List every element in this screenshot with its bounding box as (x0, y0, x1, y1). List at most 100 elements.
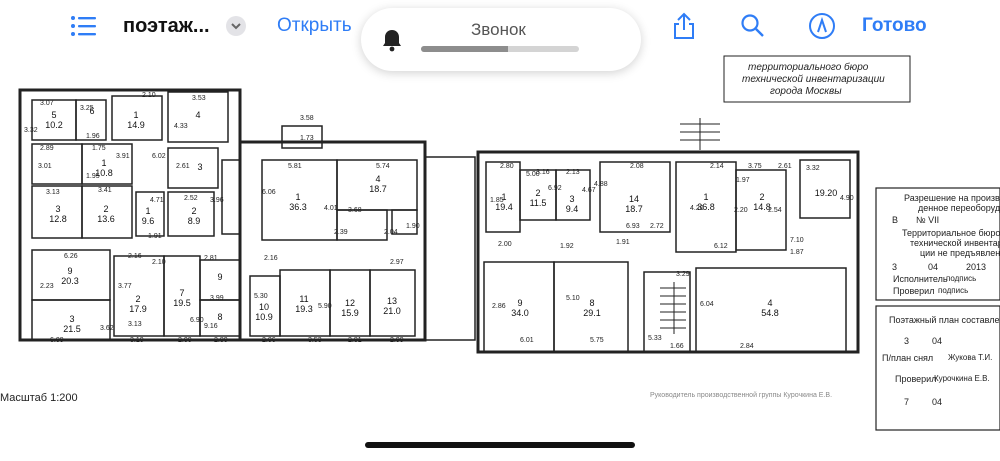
dimension-label: 6.09 (50, 337, 64, 344)
room-number: 2 (535, 188, 540, 198)
dimension-label: 4.33 (174, 123, 188, 130)
dimension-label: 2.10 (152, 259, 166, 266)
dimension-label: 1.91 (148, 233, 162, 240)
dimension-label: 1.75 (92, 145, 106, 152)
room-number: 1 (703, 192, 708, 202)
dimension-label: 5.33 (648, 335, 662, 342)
dimension-label: 2.00 (178, 337, 192, 344)
perm-checked-sign: подпись (938, 286, 969, 295)
room-number: 3 (69, 314, 74, 324)
home-indicator[interactable] (365, 442, 635, 448)
plan-taken-label: П/план снял (882, 353, 934, 363)
dimension-label: 2.20 (734, 207, 748, 214)
room-area: 9.4 (566, 204, 579, 214)
dimension-label: 3.25 (80, 105, 94, 112)
dimension-label: 2.84 (740, 343, 754, 350)
plan-date2-month: 04 (932, 397, 943, 407)
room-area: 34.0 (511, 308, 529, 318)
document-title[interactable]: поэтаж... (123, 14, 210, 37)
dimension-label: 5.10 (566, 295, 580, 302)
share-icon[interactable] (673, 10, 695, 42)
perm-sub: денное переоборудова... (918, 203, 1000, 213)
chevron-down-icon (226, 16, 246, 36)
dimension-label: 2.54 (768, 207, 782, 214)
room-number: 4 (375, 174, 380, 184)
room-area: 12.8 (49, 214, 67, 224)
dimension-label: 2.99 (390, 337, 404, 344)
room-area: 36.3 (289, 202, 307, 212)
dimension-label: 4.01 (324, 205, 338, 212)
dimension-label: 6.12 (714, 243, 728, 250)
dimension-label: 2.04 (384, 229, 398, 236)
dimension-label: 1.92 (560, 243, 574, 250)
perm-bureau-1: Территориальное бюро (902, 228, 1000, 238)
done-button[interactable]: Готово (862, 15, 927, 36)
dimension-label: 4.90 (840, 195, 854, 202)
perm-title: Разрешение на произве... (904, 193, 1000, 203)
dimension-label: 1.97 (736, 177, 750, 184)
volume-bar[interactable] (421, 46, 579, 52)
dimension-label: 4.20 (690, 205, 704, 212)
dimension-label: 6.93 (626, 223, 640, 230)
dimension-label: 3.13 (128, 321, 142, 328)
perm-ref-no: № VII (916, 215, 940, 225)
room-number: 2 (103, 204, 108, 214)
scale-label: Масштаб 1:200 (0, 392, 78, 404)
plan-taken-name: Жукова Т.И. (948, 353, 993, 362)
dimension-label: 1.85 (490, 197, 504, 204)
room-area: 19.3 (295, 304, 313, 314)
plan-checked-label: Проверил (895, 374, 937, 384)
room-number: 7 (179, 288, 184, 298)
dimension-label: 3.53 (192, 95, 206, 102)
dimension-label: 3.07 (40, 100, 54, 107)
dimension-label: 9.16 (204, 323, 218, 330)
room-area: 15.9 (341, 308, 359, 318)
call-banner[interactable]: Звонок (361, 8, 641, 71)
perm-checked-label: Проверил (893, 286, 935, 296)
dimension-label: 7.10 (790, 237, 804, 244)
dimension-label: 3.62 (100, 325, 114, 332)
dimension-label: 4.71 (150, 197, 164, 204)
plan-date1-day: 3 (904, 336, 910, 346)
dimension-label: 6.26 (64, 253, 78, 260)
dimension-label: 2.06 (262, 337, 276, 344)
room-area: 10.2 (45, 120, 63, 130)
dimension-label: 3.29 (676, 271, 690, 278)
room-number: 4 (767, 298, 772, 308)
stamp-line-2: технической инвентаризации (742, 74, 885, 85)
room-area: 54.8 (761, 308, 779, 318)
dimension-label: 2.23 (40, 283, 54, 290)
room-area: 18.7 (625, 204, 643, 214)
stamp-line-1: территориального бюро (748, 62, 869, 73)
room-number: 6 (89, 106, 94, 116)
dimension-label: 6.01 (520, 337, 534, 344)
open-button[interactable]: Открыть (277, 15, 352, 36)
room-number: 11 (299, 294, 308, 304)
dimension-label: 3.01 (38, 163, 52, 170)
room-number: 12 (345, 298, 355, 308)
dimension-label: 2.08 (630, 163, 644, 170)
title-menu-button[interactable] (226, 10, 246, 42)
dimension-label: 3.68 (348, 207, 362, 214)
list-icon[interactable] (70, 10, 98, 42)
markup-icon[interactable] (808, 10, 836, 42)
room-number: 3 (197, 162, 202, 172)
dimension-label: 2.72 (650, 223, 664, 230)
room-area: 18.7 (369, 184, 387, 194)
room-area: 19.5 (173, 298, 191, 308)
room-area: 19.4 (495, 202, 513, 212)
room-number: 4 (195, 110, 200, 120)
plan-date2-day: 7 (904, 397, 910, 407)
room-area: 20.3 (61, 276, 79, 286)
room-area: 17.9 (129, 304, 147, 314)
room-area: 19.20 (815, 188, 838, 198)
room-area: 11.5 (530, 198, 547, 208)
dimension-label: 5.30 (254, 293, 268, 300)
room-number: 13 (387, 296, 397, 306)
perm-bureau-2: технической инвентаризации (910, 238, 1000, 248)
dimension-label: 2.00 (498, 241, 512, 248)
perm-date-day: 3 (892, 262, 898, 272)
search-icon[interactable] (740, 10, 766, 42)
room-number: 8 (589, 298, 594, 308)
